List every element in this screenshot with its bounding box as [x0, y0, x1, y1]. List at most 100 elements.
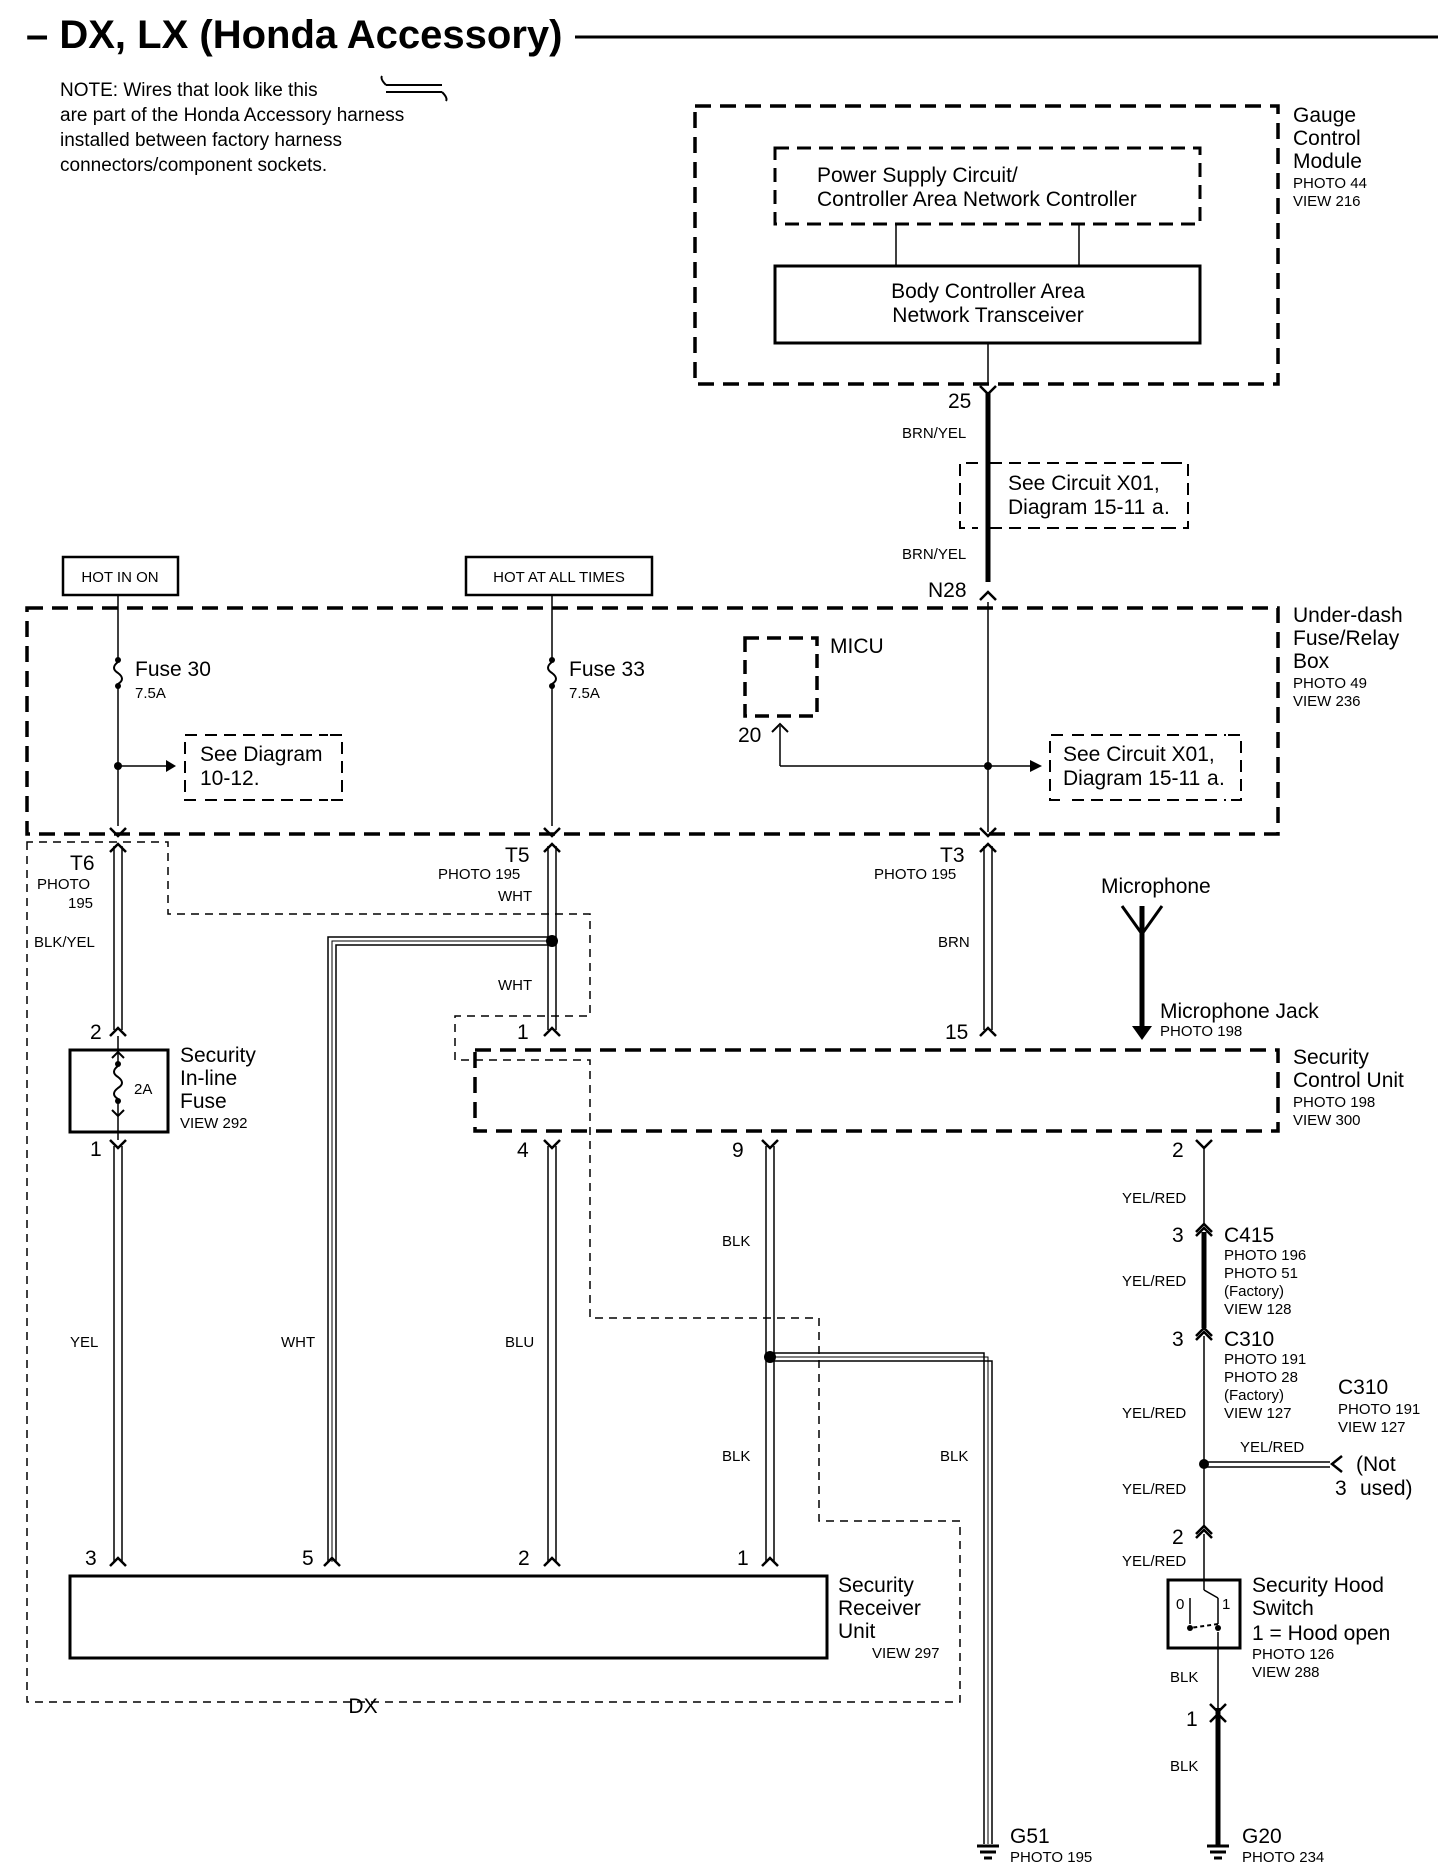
- see-circuit-label: See Circuit X01,: [1008, 472, 1160, 495]
- scu-pin-9: 9: [732, 1139, 744, 1162]
- microphone-label: Microphone: [1101, 875, 1211, 898]
- t3-wire: T3 PHOTO 195 BRN: [874, 842, 997, 1037]
- see-circuit-suffix: a: [1152, 496, 1164, 519]
- bcan-label: Body Controller Area: [891, 280, 1085, 303]
- c415-pin: 3: [1172, 1224, 1184, 1247]
- dx-label: DX: [348, 1695, 377, 1718]
- see-diagram-label: 10-12.: [200, 767, 260, 790]
- psc-label: Controller Area Network Controller: [817, 188, 1137, 211]
- c310b-name: C310: [1338, 1376, 1388, 1399]
- t6-photo: PHOTO: [37, 876, 90, 893]
- gauge-name: Module: [1293, 150, 1362, 173]
- sru-name: Security: [838, 1574, 914, 1597]
- hood-switch-pos-1: 1: [1222, 1596, 1230, 1613]
- microphone: Microphone Microphone Jack PHOTO 198: [1101, 875, 1319, 1040]
- wire-color-blu: BLU: [505, 1334, 534, 1351]
- psc-label: Power Supply Circuit/: [817, 164, 1018, 187]
- inline-fuse-view: VIEW 292: [180, 1115, 248, 1132]
- fuse-33-rating: 7.5A: [569, 685, 600, 702]
- t6-wire: T6 PHOTO 195 BLK/YEL: [34, 842, 127, 1037]
- bcan-label: Network Transceiver: [892, 304, 1083, 327]
- fuse-30-label: Fuse 30: [135, 658, 211, 681]
- gauge-name: Gauge: [1293, 104, 1356, 127]
- fusebox-photo: PHOTO 49: [1293, 675, 1367, 692]
- scu-pin-15: 15: [945, 1021, 968, 1044]
- fusebox-name: Fuse/Relay: [1293, 627, 1400, 650]
- pin-t6: T6: [70, 852, 95, 875]
- fuse-30-symbol: [113, 661, 123, 685]
- sru-name: Receiver: [838, 1597, 921, 1620]
- connector-c310-unused: C310 PHOTO 191 VIEW 127 (Not 3 used): [1335, 1376, 1420, 1500]
- wire-color-brn-yel: BRN/YEL: [902, 546, 966, 563]
- wire-color-yel-red: YEL/RED: [1122, 1405, 1186, 1422]
- fuse-30-rating: 7.5A: [135, 685, 166, 702]
- scu-pin-2: 2: [1172, 1139, 1184, 1162]
- t6-photo-number: 195: [68, 895, 93, 912]
- see-circuit-label: Diagram 15-11: [1063, 767, 1200, 790]
- wire-color-blk: BLK: [722, 1233, 750, 1250]
- fuse-33-symbol: [547, 661, 557, 685]
- fusebox-name: Under-dash: [1293, 604, 1403, 627]
- microphone-jack-label: Microphone Jack: [1160, 1000, 1319, 1023]
- scu-pin-1: 1: [517, 1021, 529, 1044]
- wire-color-wht: WHT: [498, 977, 532, 994]
- wire-color-yel-red: YEL/RED: [1122, 1273, 1186, 1290]
- pin-t3: T3: [940, 844, 965, 867]
- blk-wire-pin9: BLK BLK: [722, 1139, 779, 1567]
- hood-switch-state: 1 = Hood open: [1252, 1622, 1390, 1645]
- hood-switch-photo: PHOTO 126: [1252, 1646, 1334, 1663]
- yel-wire: YEL: [70, 1139, 127, 1567]
- wht-branch-wire: [327, 936, 552, 1562]
- wire-color-yel-red: YEL/RED: [1122, 1553, 1186, 1570]
- c415-photo: PHOTO 51: [1224, 1265, 1298, 1282]
- see-circuit-dot: .: [1164, 496, 1170, 519]
- c310-pin: 3: [1172, 1328, 1184, 1351]
- c415-name: C415: [1224, 1224, 1274, 1247]
- dx-option-outline: [26, 841, 961, 1703]
- t3-photo: PHOTO 195: [874, 866, 956, 883]
- see-circuit-x01-top: See Circuit X01, Diagram 15-11 a .: [959, 462, 1189, 529]
- pin-t5: T5: [505, 844, 530, 867]
- security-hood-switch: 2 0 1 Security Hood Switch 1 = Hood open…: [1166, 1526, 1390, 1846]
- connector-c310: 3 C310 PHOTO 191 PHOTO 28 (Factory) VIEW…: [1172, 1328, 1306, 1422]
- wire-color-wht: WHT: [498, 888, 532, 905]
- gauge-name: Control: [1293, 127, 1361, 150]
- wire-color-blk-yel: BLK/YEL: [34, 934, 95, 951]
- sru-pin-2: 2: [518, 1547, 530, 1570]
- wire-color-brn: BRN: [938, 934, 970, 951]
- see-diagram-label: See Diagram: [200, 743, 323, 766]
- c310b-photo: PHOTO 191: [1338, 1401, 1420, 1418]
- hood-switch-name: Security Hood: [1252, 1574, 1384, 1597]
- wire-color-blk: BLK: [940, 1448, 968, 1465]
- ground-g51-photo: PHOTO 195: [1010, 1849, 1092, 1866]
- wire-color-blk: BLK: [722, 1448, 750, 1465]
- micu-pin-20: 20: [738, 724, 761, 747]
- c310-view: VIEW 127: [1224, 1405, 1292, 1422]
- hot-at-all-times-text: HOT AT ALL TIMES: [493, 569, 625, 586]
- hood-switch-name: Switch: [1252, 1597, 1314, 1620]
- see-circuit-suffix: a: [1207, 767, 1219, 790]
- gauge-view: VIEW 216: [1293, 193, 1361, 210]
- c310-factory: (Factory): [1224, 1387, 1284, 1404]
- wire-color-yel-red: YEL/RED: [1240, 1439, 1304, 1456]
- scu-photo: PHOTO 198: [1293, 1094, 1375, 1111]
- gauge-photo: PHOTO 44: [1293, 175, 1367, 192]
- connector-n28: N28: [928, 579, 967, 602]
- hood-switch-pin-2: 2: [1172, 1526, 1184, 1549]
- microphone-jack-photo: PHOTO 198: [1160, 1023, 1242, 1040]
- not-used-label: (Not: [1356, 1453, 1396, 1476]
- hot-in-on-text: HOT IN ON: [81, 569, 158, 586]
- gauge-control-module: Power Supply Circuit/ Controller Area Ne…: [693, 104, 1367, 386]
- wire-color-yel: YEL: [70, 1334, 98, 1351]
- hot-in-on-label: HOT IN ON: [61, 555, 180, 597]
- wire-color-yel-red: YEL/RED: [1122, 1190, 1186, 1207]
- not-used-label: used): [1360, 1477, 1413, 1500]
- sru-name: Unit: [838, 1620, 876, 1643]
- scu-pin-4: 4: [517, 1139, 529, 1162]
- c415-view: VIEW 128: [1224, 1301, 1292, 1318]
- ground-g51-icon: [977, 1844, 999, 1860]
- connector-c415: 3 C415 PHOTO 196 PHOTO 51 (Factory) VIEW…: [1172, 1224, 1306, 1318]
- ground-g20-label: G20: [1242, 1825, 1282, 1848]
- fuse-33-label: Fuse 33: [569, 658, 645, 681]
